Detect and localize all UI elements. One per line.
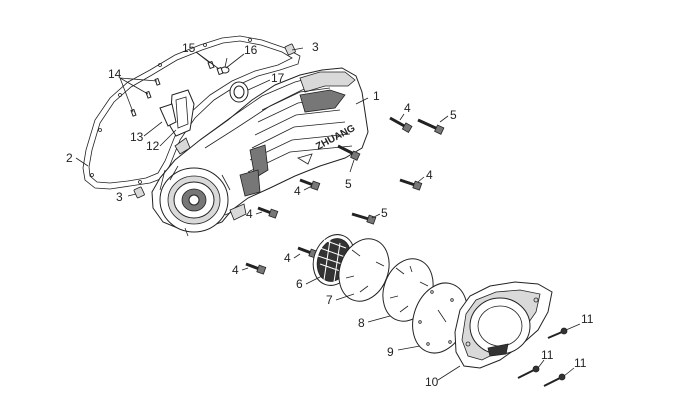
callout-4-f: 4 bbox=[232, 263, 239, 277]
screw-part-11-c bbox=[543, 373, 566, 387]
screw-part-11-b bbox=[517, 365, 540, 379]
dowel-part-15 bbox=[207, 60, 224, 76]
callout-4-c: 4 bbox=[294, 184, 301, 198]
callout-13: 13 bbox=[130, 130, 144, 144]
callout-4-e: 4 bbox=[284, 251, 291, 265]
dowel-part-3-bottom bbox=[133, 186, 145, 199]
bracket-part-12 bbox=[169, 89, 195, 137]
bolt-part-4-c bbox=[299, 178, 321, 191]
pin-part-16 bbox=[220, 57, 230, 74]
bolt-part-4-d bbox=[257, 206, 279, 219]
dowel-part-3-top bbox=[284, 43, 296, 56]
callout-7: 7 bbox=[326, 293, 333, 307]
callout-10: 10 bbox=[425, 375, 439, 389]
leader-lines bbox=[75, 47, 581, 381]
bolt-part-4-a bbox=[389, 116, 413, 134]
callout-14: 14 bbox=[108, 67, 122, 81]
callout-3-top: 3 bbox=[312, 40, 319, 54]
seal-part-17 bbox=[229, 81, 249, 103]
callout-4-a: 4 bbox=[404, 101, 411, 115]
bolt-part-5-a bbox=[417, 118, 445, 135]
crankcase-cover-part-1: ZHUANG bbox=[151, 67, 369, 237]
callout-4-d: 4 bbox=[246, 207, 253, 221]
callout-6: 6 bbox=[296, 277, 303, 291]
callout-12: 12 bbox=[146, 139, 160, 153]
callout-1: 1 bbox=[373, 89, 380, 103]
bolt-part-5-b bbox=[337, 144, 361, 161]
callout-11-a: 11 bbox=[581, 312, 594, 326]
callout-5-a: 5 bbox=[450, 108, 457, 122]
callout-2: 2 bbox=[66, 151, 73, 165]
callout-15: 15 bbox=[182, 41, 196, 55]
bracket-part-13 bbox=[159, 103, 177, 127]
callout-5-b: 5 bbox=[345, 177, 352, 191]
callout-3-bottom: 3 bbox=[116, 190, 123, 204]
outer-cover-part-10 bbox=[454, 281, 553, 369]
callout-17: 17 bbox=[271, 71, 285, 85]
callout-5-c: 5 bbox=[381, 206, 388, 220]
callout-9: 9 bbox=[387, 345, 394, 359]
screw-part-11-a bbox=[547, 327, 568, 339]
callout-11-b: 11 bbox=[541, 348, 554, 362]
callout-16: 16 bbox=[244, 43, 258, 57]
callout-4-b: 4 bbox=[426, 168, 433, 182]
callout-8: 8 bbox=[358, 316, 365, 330]
gasket-part-2 bbox=[82, 35, 301, 190]
bolt-part-4-f bbox=[245, 262, 267, 275]
bolt-part-5-c bbox=[351, 212, 377, 225]
bolt-part-4-b bbox=[399, 178, 423, 191]
callout-11-c: 11 bbox=[574, 356, 587, 370]
